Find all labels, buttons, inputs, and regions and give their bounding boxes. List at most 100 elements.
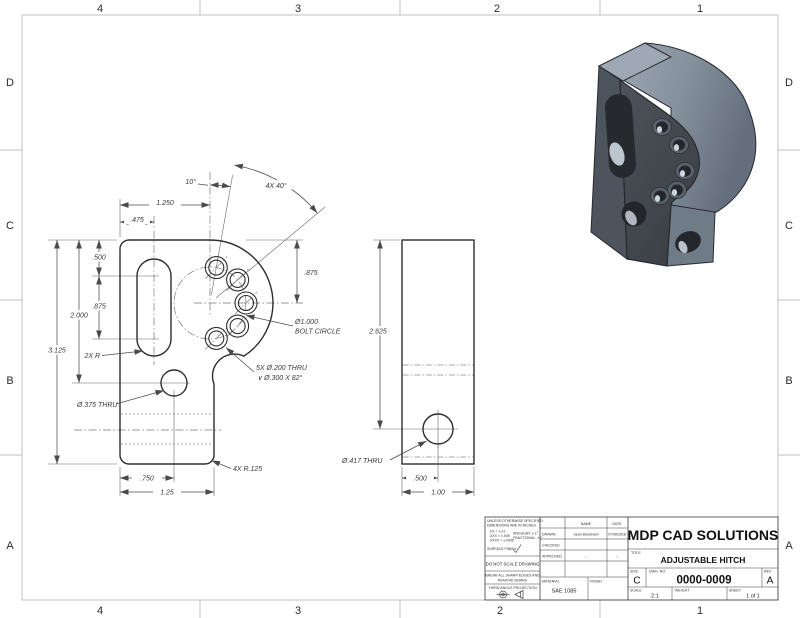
note-bolt-circle-dia-text: Ø1.000 <box>294 319 318 326</box>
sheet-label: SHEET <box>729 589 742 593</box>
zone-top-1: 1 <box>697 3 703 15</box>
note-corner-radius: 4X R.125 <box>211 460 262 473</box>
side-view-construction-lines <box>373 239 475 496</box>
dim-bolt-center-depth: .875 <box>294 240 318 303</box>
weight-label: WEIGHT <box>675 589 690 593</box>
break-edges-line1: BREAK ALL SHARP EDGES AND <box>485 574 540 578</box>
zone-top-3: 3 <box>295 3 301 15</box>
note-csk-holes-line2-text: ∨ Ø.300 X 82° <box>257 374 302 382</box>
dim-slot-top-offset-text: .500 <box>92 255 106 262</box>
rev-value: A <box>767 576 774 587</box>
zone-bottom-3: 3 <box>295 605 301 617</box>
material-value: SAE 1085 <box>552 589 577 595</box>
dim-height-to-hole: 2.625 <box>362 240 394 429</box>
dim-slot-length-text: .875 <box>92 304 106 311</box>
note-pin-hole-text: Ø.375 THRU <box>76 402 118 409</box>
approved-label: APPROVED <box>542 555 562 559</box>
front-view-outline <box>119 239 274 465</box>
dim-side-hole-offset: .500 <box>402 473 438 483</box>
note-csk-holes: 5X Ø.200 THRU ∨ Ø.300 X 82° <box>225 347 308 382</box>
tolerance-block: UNLESS OTHERWISE SPECIFIED: DIMENSIONS A… <box>485 519 544 600</box>
pin-hole-outline <box>160 369 188 397</box>
sheet-value: 1 of 1 <box>746 594 760 600</box>
dim-first-hole-angle: 10° <box>185 178 231 189</box>
dim-overall-height-text: 3.125 <box>48 348 66 355</box>
projection-label: THIRD ANGLE PROJECTION <box>488 586 537 590</box>
approved-name: -- <box>585 555 588 559</box>
dim-width-to-bolt-center: 1.250 <box>120 197 210 208</box>
dim-slot-center-offset-text: .475 <box>130 217 144 224</box>
note-bolt-circle-label-text: BOLT CIRCLE <box>295 329 341 336</box>
zone-bottom-2: 2 <box>497 605 503 617</box>
dim-thickness-text: 1.00 <box>431 490 445 497</box>
dim-tongue-width: 1.25 <box>120 487 214 497</box>
front-view: 3.125 2.000 .500 .875 1.250 .475 <box>42 163 341 497</box>
note-slot-radius-text: 2X R <box>83 353 100 360</box>
iso-bolt-holes <box>650 118 695 205</box>
third-angle-projection-icon <box>496 589 524 600</box>
zone-top-4: 4 <box>97 3 103 15</box>
tolerance-xxxx: .XXXX = ±.0005 <box>489 539 514 543</box>
iso-slot <box>605 94 636 178</box>
tolerance-angular: ANGULAR: ± 1° <box>513 532 539 536</box>
dim-bolt-center-depth-text: .875 <box>304 270 318 277</box>
size-value: C <box>633 576 640 587</box>
bolt-holes <box>204 256 258 350</box>
dim-side-hole-offset-text: .500 <box>413 476 427 483</box>
zone-bottom-1: 1 <box>697 605 703 617</box>
drawn-name: Sean Blanchard <box>574 533 599 537</box>
scale-label: SCALE <box>630 589 642 593</box>
cross-hole-outline <box>422 413 454 445</box>
zone-labels: 4 3 2 1 4 3 2 1 D C B A D C B A <box>6 3 793 617</box>
dwg-no-value: 0000-0009 <box>677 575 732 587</box>
drawn-label: DRAWN <box>542 533 556 537</box>
dim-hole-spacing-angle: 4X 40° <box>234 163 318 214</box>
zone-bottom-4: 4 <box>97 605 103 617</box>
surface-finish-label: SURFACE FINISH: <box>487 547 517 551</box>
zone-right-b: B <box>785 375 792 387</box>
iso-view <box>590 42 757 267</box>
zone-right-a: A <box>785 540 793 552</box>
front-view-construction-lines <box>48 172 326 496</box>
zone-left-a: A <box>6 540 14 552</box>
tolerance-xx: .XX = ±.01 <box>489 530 505 534</box>
dim-hole-offset-text: .750 <box>140 476 154 483</box>
hole-angle-line-50 <box>215 206 326 299</box>
zone-right-c: C <box>785 220 793 232</box>
zone-left-c: C <box>6 220 14 232</box>
dim-hole-spacing-angle-text: 4X 40° <box>265 182 286 190</box>
dim-hole-offset: .750 <box>120 473 174 483</box>
note-cross-hole: Ø.417 THRU <box>341 440 427 465</box>
title-block-right: MDP CAD SOLUTIONS TITLE ADJUSTABLE HITCH… <box>628 527 779 600</box>
zone-top-2: 2 <box>494 3 500 15</box>
scale-value: 2:1 <box>651 594 659 600</box>
note-slot-radius: 2X R <box>83 349 144 360</box>
surface-finish-check-icon <box>512 544 522 554</box>
finish-label: FINISH <box>590 580 602 584</box>
note-cross-hole-text: Ø.417 THRU <box>341 458 383 465</box>
dim-thickness: 1.00 <box>402 487 474 497</box>
note-corner-radius-text: 4X R.125 <box>233 466 262 473</box>
zone-right-d: D <box>785 77 793 89</box>
dim-tongue-width-text: 1.25 <box>160 490 174 497</box>
dim-first-hole-angle-text: 10° <box>185 178 196 186</box>
dim-height-to-hole-text: 2.625 <box>368 329 387 336</box>
iso-pin-hole <box>621 201 647 227</box>
note-bolt-circle: Ø1.000 BOLT CIRCLE <box>245 314 341 336</box>
dim-hole-center-height-text: 2.000 <box>69 313 88 320</box>
zone-left-d: D <box>6 77 14 89</box>
approval-table: NAME DATE DRAWN Sean Blanchard 07/08/201… <box>540 517 628 600</box>
dim-width-to-bolt-center-text: 1.250 <box>156 200 174 207</box>
iso-tongue-hole <box>675 231 701 254</box>
company-name: MDP CAD SOLUTIONS <box>628 527 779 543</box>
drawing-title: ADJUSTABLE HITCH <box>661 555 746 565</box>
dim-slot-length: .875 <box>86 276 112 339</box>
approved-date: -- <box>616 555 619 559</box>
tolerance-line1: UNLESS OTHERWISE SPECIFIED: <box>487 519 544 523</box>
note-csk-holes-line1-text: 5X Ø.200 THRU <box>256 365 308 372</box>
side-view: 2.625 Ø.417 THRU .500 1.00 <box>341 239 475 497</box>
